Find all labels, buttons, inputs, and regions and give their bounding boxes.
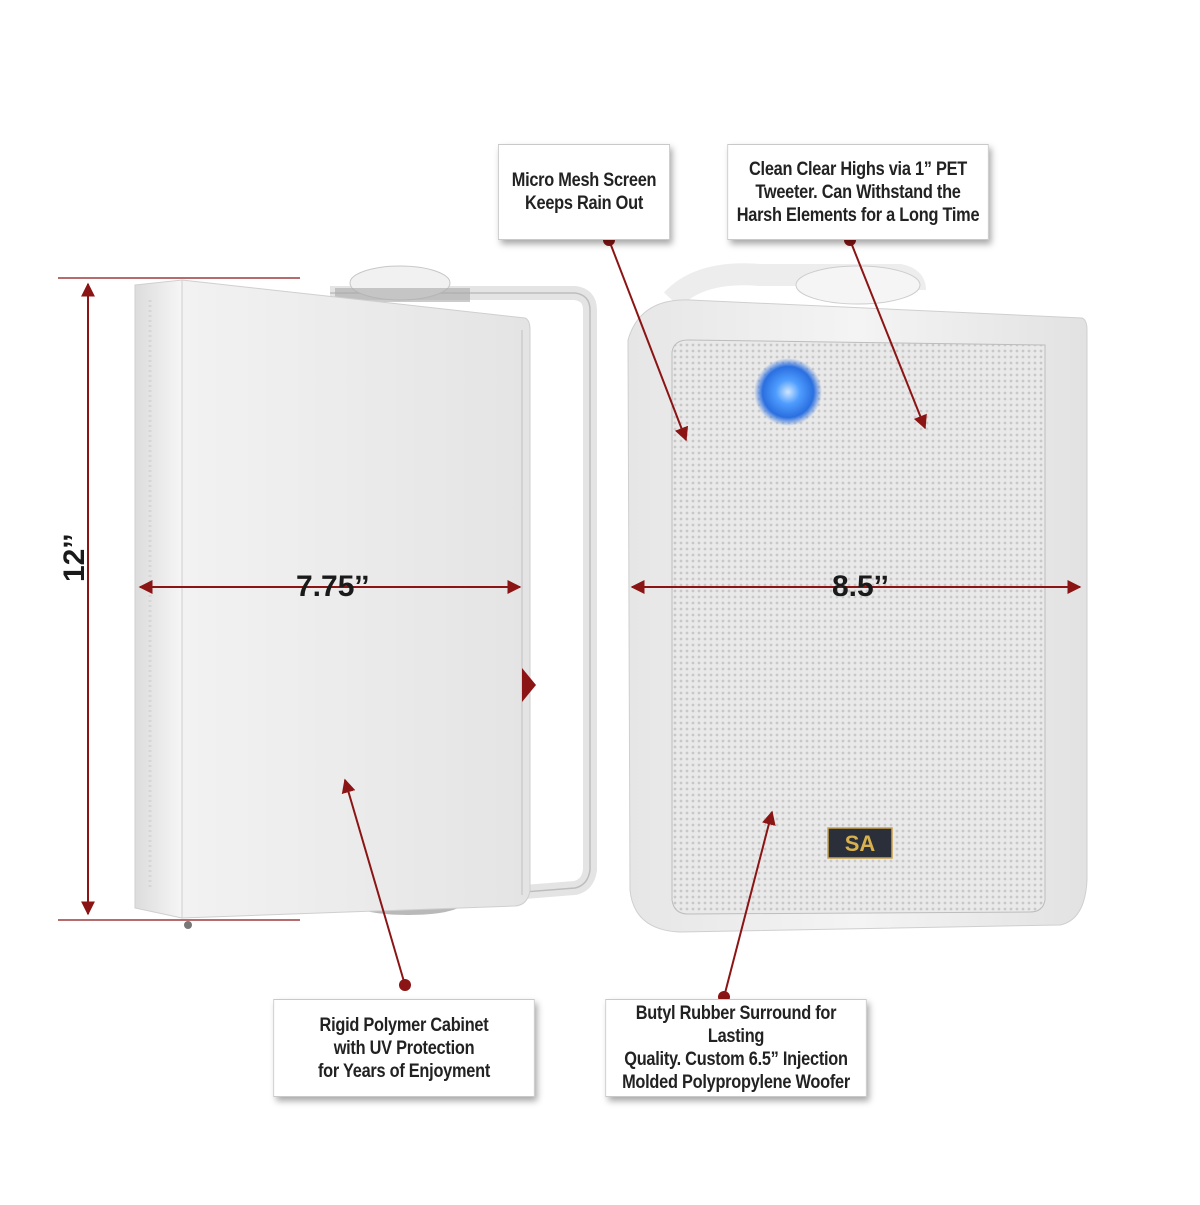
callout-tweeter-line3: Harsh Elements for a Long Time [736, 204, 980, 226]
pointer-cabinet [341, 778, 406, 986]
callout-woofer-line2: Quality. Custom 6.5” Injection [624, 1049, 848, 1070]
front-view-speaker: SA [627, 263, 1088, 933]
side-edge [134, 279, 183, 919]
callout-cabinet-line1: Rigid Polymer Cabinet [319, 1014, 489, 1036]
side-view-speaker [134, 265, 597, 929]
front-width-label: 8.5ˮ [832, 570, 889, 603]
bracket-outline [330, 292, 591, 906]
front-knob [795, 265, 921, 305]
pointer-woofer [723, 810, 776, 998]
side-screw [184, 921, 192, 929]
callout-mesh-line1: Micro Mesh Screen [511, 170, 657, 191]
callout-cabinet-line3: for Years of Enjoyment [318, 1060, 490, 1082]
callout-woofer-line3: Molded Polypropylene Woofer [622, 1072, 850, 1093]
callout-mesh-screen: Micro Mesh Screen Keeps Rain Out [498, 144, 670, 240]
callout-mesh-line2: Keeps Rain Out [524, 193, 644, 214]
brand-logo [827, 827, 893, 859]
callout-woofer-line1: Butyl Rubber Surround for Lasting [635, 1003, 837, 1047]
callout-tweeter-line1: Clean Clear Highs via 1” PET [748, 158, 967, 180]
brand-logo-text: SA [845, 831, 876, 856]
callout-woofer: Butyl Rubber Surround for Lasting Qualit… [605, 999, 867, 1097]
pointer-mesh [608, 239, 689, 442]
callout-cabinet-line2: with UV Protection [333, 1037, 475, 1059]
height-label: 12ˮ [58, 533, 91, 582]
side-width-label: 7.75ˮ [296, 570, 370, 603]
dimension-lines [58, 277, 1082, 921]
side-arrow-mark [522, 668, 536, 702]
pointer-tweeter [849, 239, 927, 430]
callout-cabinet: Rigid Polymer Cabinet with UV Protection… [273, 999, 535, 1097]
knob-shadow [335, 288, 470, 302]
grille-mesh [671, 339, 1046, 915]
callout-tweeter-line2: Tweeter. Can Withstand the [755, 181, 961, 203]
blue-led [754, 358, 822, 426]
callout-tweeter: Clean Clear Highs via 1” PET Tweeter. Ca… [727, 144, 989, 240]
side-face [181, 279, 531, 919]
